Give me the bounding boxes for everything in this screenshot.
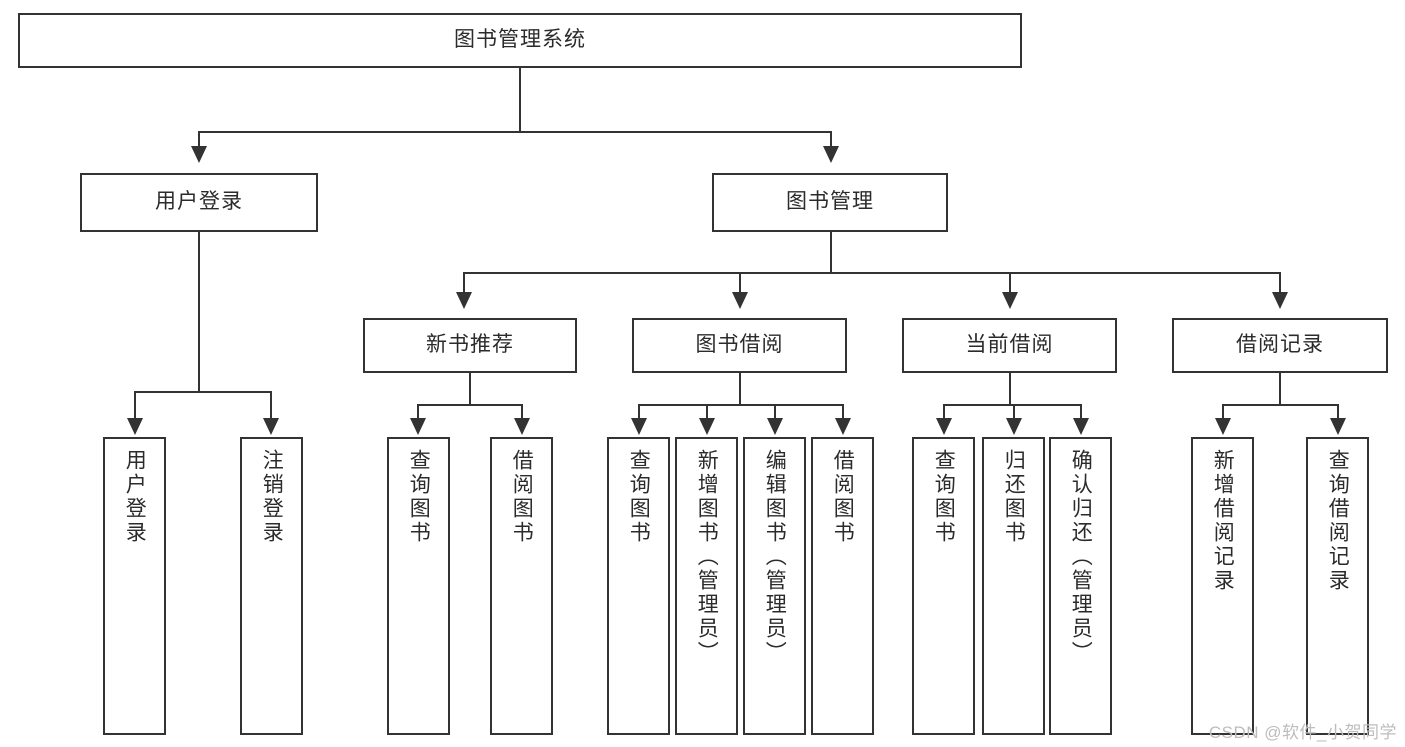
- node-current-borrow-label: 当前借阅: [965, 333, 1054, 357]
- edge-book-borrow-to-l3: [774, 404, 776, 420]
- edge-root-bus: [198, 131, 832, 133]
- node-leaf-borrow-book-1-label: 借阅图书: [510, 449, 534, 545]
- node-leaf-query-book-1[interactable]: 查询图书: [387, 437, 450, 735]
- edge-root-down: [519, 68, 521, 132]
- node-leaf-query-record-label: 查询借阅记录: [1326, 449, 1350, 593]
- edge-user-login-down: [198, 232, 200, 392]
- node-leaf-confirm-return[interactable]: 确认归还（管理员）: [1049, 437, 1112, 735]
- node-leaf-borrow-book-1[interactable]: 借阅图书: [490, 437, 553, 735]
- arrow-book-borrow-to-l2: [699, 418, 715, 435]
- node-leaf-query-book-3[interactable]: 查询图书: [912, 437, 975, 735]
- edge-book-manage-to-c4: [1279, 272, 1281, 294]
- edge-book-borrow-to-l1: [638, 404, 640, 420]
- node-leaf-return-book[interactable]: 归还图书: [982, 437, 1045, 735]
- node-leaf-add-book-label: 新增图书（管理员）: [695, 449, 719, 665]
- edge-new-book-rec-to-l1: [417, 404, 419, 420]
- node-leaf-query-record[interactable]: 查询借阅记录: [1306, 437, 1369, 735]
- edge-root-to-user-login: [198, 131, 200, 148]
- node-borrow-record-label: 借阅记录: [1236, 333, 1324, 357]
- edge-new-book-rec-bus: [417, 404, 522, 406]
- node-leaf-borrow-book-2[interactable]: 借阅图书: [811, 437, 874, 735]
- edge-current-borrow-bus: [943, 404, 1081, 406]
- arrow-user-login-to-leaf2: [263, 418, 279, 435]
- arrow-new-book-rec-to-l1: [410, 418, 426, 435]
- arrow-book-borrow-to-l3: [767, 418, 783, 435]
- edge-book-manage-to-c3: [1009, 272, 1011, 294]
- arrow-root-to-book-manage: [823, 146, 839, 163]
- edge-current-borrow-to-l3: [1080, 404, 1082, 420]
- edge-book-manage-down: [830, 232, 832, 273]
- arrow-book-manage-to-c2: [732, 292, 748, 309]
- node-leaf-query-book-2[interactable]: 查询图书: [607, 437, 670, 735]
- node-leaf-query-book-2-label: 查询图书: [627, 449, 651, 545]
- edge-current-borrow-down: [1009, 373, 1011, 405]
- node-leaf-confirm-return-label: 确认归还（管理员）: [1069, 449, 1093, 665]
- edge-new-book-rec-down: [469, 373, 471, 405]
- edge-user-login-to-leaf2: [270, 391, 272, 420]
- node-current-borrow[interactable]: 当前借阅: [902, 318, 1117, 373]
- edge-borrow-record-to-l2: [1337, 404, 1339, 420]
- edge-root-to-book-manage: [830, 131, 832, 148]
- arrow-book-borrow-to-l4: [835, 418, 851, 435]
- arrow-borrow-record-to-l1: [1215, 418, 1231, 435]
- edge-new-book-rec-to-l2: [521, 404, 523, 420]
- node-leaf-add-record[interactable]: 新增借阅记录: [1191, 437, 1254, 735]
- node-leaf-edit-book[interactable]: 编辑图书（管理员）: [743, 437, 806, 735]
- node-leaf-edit-book-label: 编辑图书（管理员）: [763, 449, 787, 665]
- edge-book-borrow-down: [739, 373, 741, 405]
- edge-current-borrow-to-l2: [1013, 404, 1015, 420]
- arrow-book-manage-to-c4: [1272, 292, 1288, 309]
- arrow-current-borrow-to-l1: [936, 418, 952, 435]
- edge-book-borrow-to-l2: [706, 404, 708, 420]
- arrow-user-login-to-leaf1: [127, 418, 143, 435]
- node-leaf-add-book[interactable]: 新增图书（管理员）: [675, 437, 738, 735]
- node-book-borrow-label: 图书借阅: [695, 333, 784, 357]
- node-leaf-user-login[interactable]: 用户登录: [103, 437, 166, 735]
- arrow-root-to-user-login: [191, 146, 207, 163]
- arrow-book-manage-to-c3: [1002, 292, 1018, 309]
- arrow-borrow-record-to-l2: [1330, 418, 1346, 435]
- node-leaf-return-book-label: 归还图书: [1002, 449, 1026, 545]
- node-leaf-query-book-3-label: 查询图书: [932, 449, 956, 545]
- edge-user-login-to-leaf1: [134, 391, 136, 420]
- node-user-login-label: 用户登录: [155, 190, 243, 214]
- edge-borrow-record-to-l1: [1222, 404, 1224, 420]
- node-root[interactable]: 图书管理系统: [18, 13, 1022, 68]
- csdn-watermark: CSDN @软件_小贺同学: [1208, 723, 1397, 742]
- node-leaf-user-logout-label: 注销登录: [260, 449, 284, 545]
- arrow-new-book-rec-to-l2: [514, 418, 530, 435]
- node-leaf-user-logout[interactable]: 注销登录: [240, 437, 303, 735]
- edge-current-borrow-to-l1: [943, 404, 945, 420]
- node-root-label: 图书管理系统: [454, 28, 586, 52]
- arrow-current-borrow-to-l3: [1073, 418, 1089, 435]
- edge-borrow-record-down: [1279, 373, 1281, 405]
- node-leaf-add-record-label: 新增借阅记录: [1211, 449, 1235, 593]
- edge-user-login-bus: [134, 391, 270, 393]
- node-new-book-rec-label: 新书推荐: [426, 333, 514, 357]
- node-book-manage-label: 图书管理: [786, 190, 874, 214]
- node-borrow-record[interactable]: 借阅记录: [1172, 318, 1388, 373]
- edge-book-borrow-to-l4: [842, 404, 844, 420]
- node-book-manage[interactable]: 图书管理: [712, 173, 948, 232]
- node-new-book-rec[interactable]: 新书推荐: [363, 318, 577, 373]
- edge-book-borrow-bus: [638, 404, 843, 406]
- arrow-current-borrow-to-l2: [1006, 418, 1022, 435]
- node-book-borrow[interactable]: 图书借阅: [632, 318, 847, 373]
- arrow-book-manage-to-c1: [456, 292, 472, 309]
- node-user-login[interactable]: 用户登录: [80, 173, 318, 232]
- edge-book-manage-to-c2: [739, 272, 741, 294]
- node-leaf-user-login-label: 用户登录: [123, 449, 147, 545]
- node-leaf-query-book-1-label: 查询图书: [407, 449, 431, 545]
- edge-book-manage-bus: [463, 272, 1281, 274]
- edge-borrow-record-bus: [1222, 404, 1338, 406]
- edge-book-manage-to-c1: [463, 272, 465, 294]
- arrow-book-borrow-to-l1: [631, 418, 647, 435]
- node-leaf-borrow-book-2-label: 借阅图书: [831, 449, 855, 545]
